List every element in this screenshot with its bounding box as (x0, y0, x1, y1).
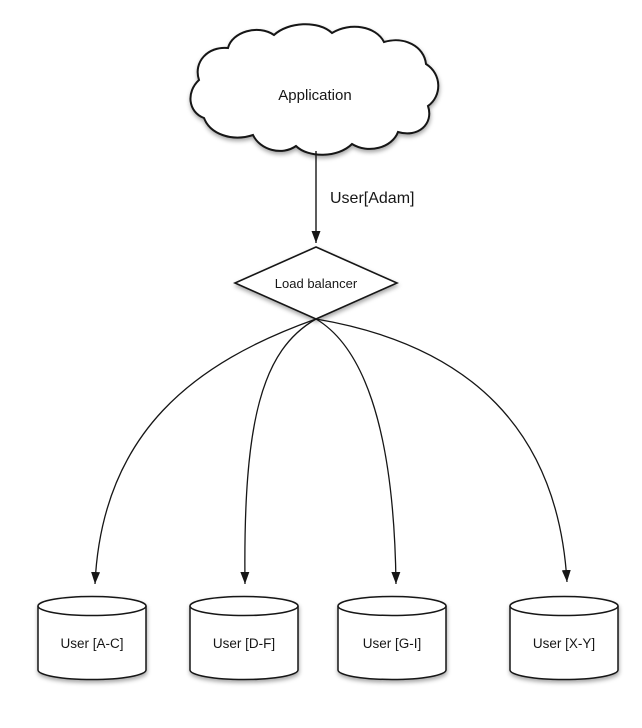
cylinder-top (337, 595, 447, 617)
cylinder-body (509, 606, 619, 681)
shard-label-g-i: User [G-I] (363, 636, 422, 651)
cloud-shape-icon (189, 23, 440, 156)
edge-to-shard-x-y (315, 318, 571, 583)
application-label: Application (278, 87, 351, 104)
edge-to-shard-d-f (240, 318, 317, 585)
cylinder-body (189, 606, 299, 681)
cylinder-body (37, 606, 147, 681)
cylinder-top (189, 595, 299, 617)
shard-cylinder-a-c: User [A-C] (37, 595, 147, 681)
shard-cylinder-g-i: User [G-I] (337, 595, 447, 681)
shard-cylinder-x-y: User [X-Y] (509, 595, 619, 681)
shard-label-x-y: User [X-Y] (533, 636, 595, 651)
cylinder-body (337, 606, 447, 681)
load-balancer-node: Load balancer (233, 246, 399, 320)
edge-to-shard-a-c (91, 318, 317, 585)
edge-label-user-adam: User[Adam] (330, 190, 414, 207)
cylinder-top (509, 595, 619, 617)
shard-cylinder-d-f: User [D-F] (189, 595, 299, 681)
load-balancer-label: Load balancer (275, 276, 358, 291)
application-cloud-node: Application (189, 23, 440, 156)
edge-application-to-loadbalancer: User[Adam] (311, 151, 414, 243)
edge-to-shard-g-i (315, 318, 401, 585)
shard-label-d-f: User [D-F] (213, 636, 275, 651)
cylinder-top (37, 595, 147, 617)
shard-label-a-c: User [A-C] (60, 636, 123, 651)
edges-loadbalancer-to-shards (91, 318, 571, 585)
